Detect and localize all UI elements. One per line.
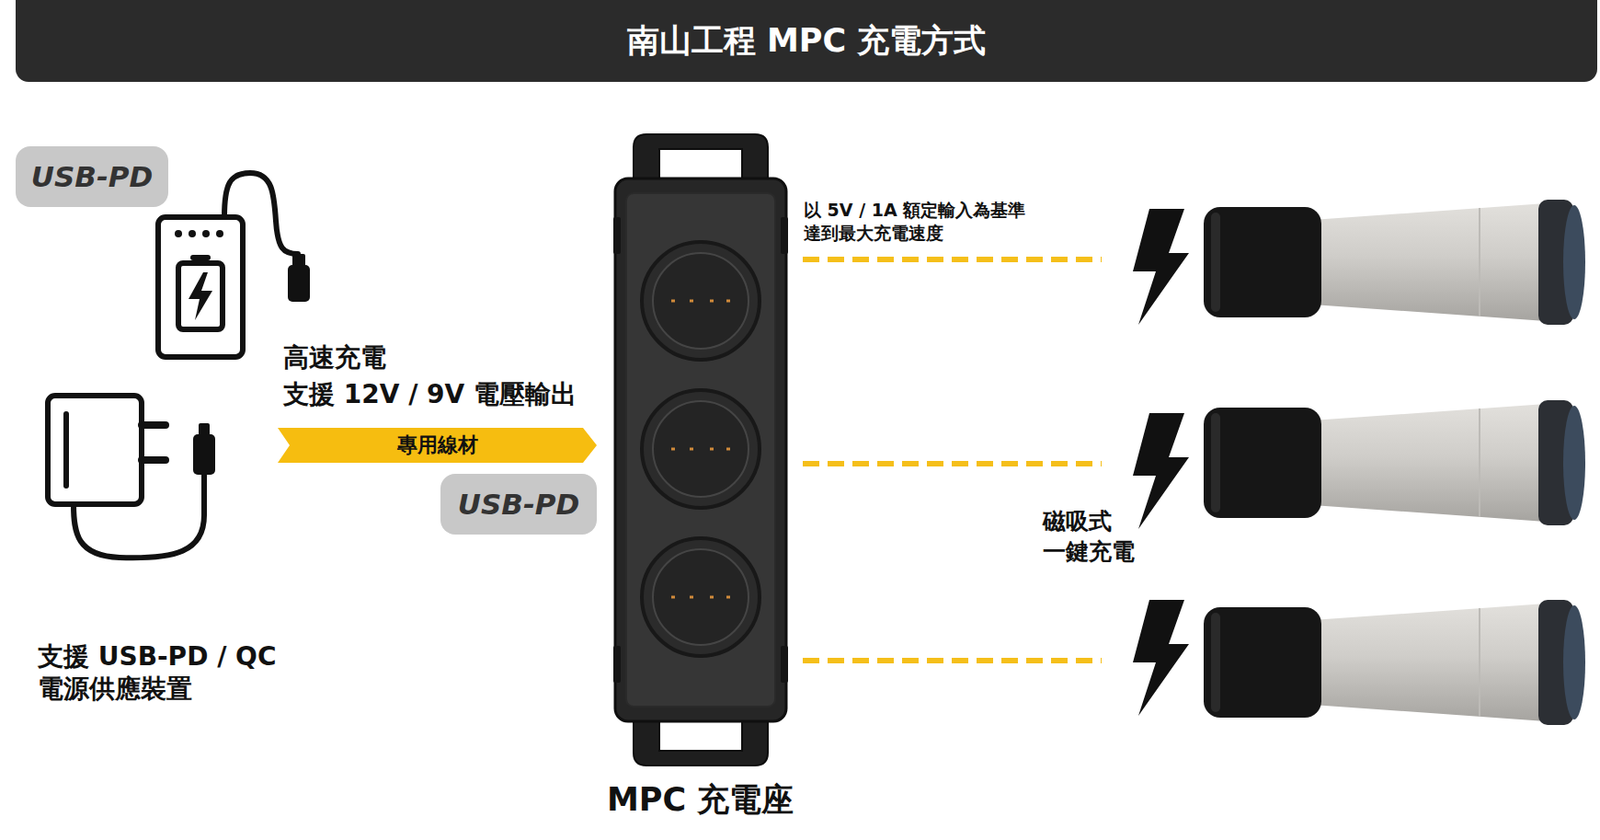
- pill-text: USB-PD: [457, 487, 580, 521]
- lightning-bolt: [1132, 599, 1189, 716]
- charger-side-tab: [780, 217, 789, 254]
- pogo-pin: [726, 299, 731, 303]
- dashed-line: [802, 460, 1102, 467]
- power-bank-cable: [224, 172, 298, 254]
- tag-pill: USB-PD: [440, 473, 597, 535]
- charge-dot: [216, 229, 224, 238]
- dashed-line: [802, 256, 1102, 263]
- adapter-cable: [73, 474, 205, 558]
- adapter-plug: [193, 422, 216, 475]
- arrow-band: 專用線材: [277, 427, 597, 463]
- pogo-pin: [726, 447, 731, 451]
- arrow-fill: [277, 427, 597, 463]
- annotation-text: 支援 USB-PD / QC 電源供應裝置: [37, 640, 279, 705]
- charge-dot: [188, 229, 196, 238]
- power-bank-icon: [158, 172, 298, 357]
- pogo-pin: [671, 447, 675, 451]
- adapter-seam: [63, 413, 69, 486]
- dashed-line: [802, 657, 1102, 663]
- charging-slot: [641, 241, 760, 360]
- charger-side-tab: [613, 645, 621, 683]
- title-bar: 南山工程 MPC 充電方式: [15, 0, 1598, 82]
- charge-dot: [174, 229, 183, 238]
- charger-dock: MPC 充電座: [615, 134, 787, 766]
- battery-outline: [178, 262, 223, 330]
- pogo-pin: [671, 299, 675, 303]
- power-bank-case: [158, 217, 243, 357]
- tag-pill: USB-PD: [15, 146, 169, 207]
- adapter-prong: [141, 456, 166, 464]
- adapter-prong: [141, 421, 166, 429]
- charging-pad: [652, 400, 749, 497]
- adapter-case: [47, 395, 142, 504]
- battery-nub: [193, 254, 208, 261]
- charger-body: [615, 178, 787, 721]
- band-text: 專用線材: [397, 431, 479, 459]
- pogo-pin: [726, 595, 731, 599]
- wall-adapter-icon: [47, 395, 205, 558]
- pogo-pin: [689, 595, 694, 599]
- charger-panel: [626, 193, 776, 707]
- annotation-text: 高速充電: [283, 340, 387, 376]
- pogo-pin: [689, 447, 694, 451]
- charging-pad: [652, 252, 749, 349]
- charging-slot: [641, 537, 760, 656]
- flashlight: [1203, 199, 1586, 325]
- pill-text: USB-PD: [31, 160, 153, 194]
- pogo-pin: [709, 299, 714, 303]
- usb-plug: [287, 264, 310, 302]
- flashlight: [1203, 599, 1586, 725]
- title-text: 南山工程 MPC 充電方式: [627, 19, 987, 63]
- power-bank-details: [174, 229, 310, 320]
- charger-side-tab: [780, 645, 789, 683]
- pogo-pin: [709, 595, 714, 599]
- usb-plug: [193, 434, 216, 475]
- pogo-pin: [709, 447, 714, 451]
- charging-pad: [652, 548, 749, 645]
- annotation-text: 磁吸式 一鍵充電: [1042, 506, 1155, 567]
- charge-dot: [202, 229, 210, 238]
- lightning-bolt: [1132, 208, 1189, 325]
- charging-slot: [641, 389, 760, 508]
- annotation-text: 支援 12V / 9V 電壓輸出: [283, 377, 577, 412]
- charging-lines: [802, 259, 1102, 661]
- pogo-pin: [671, 595, 675, 599]
- usb-plug-tip: [292, 253, 306, 267]
- pogo-pin: [689, 299, 694, 303]
- usb-plug-tip: [198, 422, 210, 436]
- dock-label: MPC 充電座: [606, 777, 794, 822]
- battery-bolt: [188, 272, 213, 320]
- annotation-text: 以 5V / 1A 額定輸入為基準 達到最大充電速度: [803, 198, 1063, 244]
- charger-drawing: [615, 134, 787, 766]
- charger-side-tab: [613, 217, 621, 254]
- lightning-bolt: [1132, 412, 1189, 529]
- flashlight: [1203, 400, 1586, 526]
